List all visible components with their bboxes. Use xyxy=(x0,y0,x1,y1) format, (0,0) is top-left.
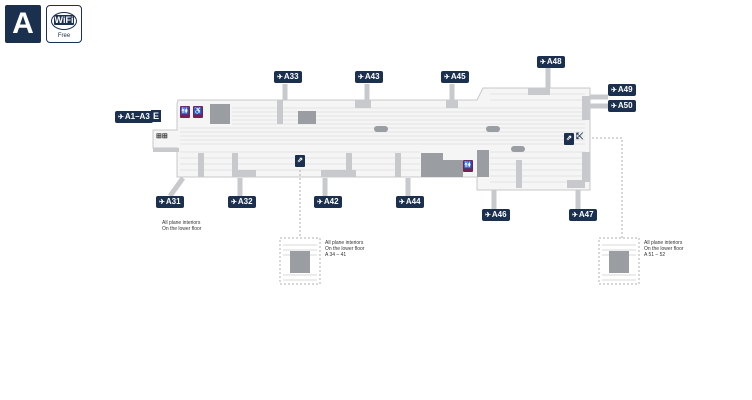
escalator-icon: ⇗ xyxy=(564,133,574,145)
terminal-floor xyxy=(152,87,591,191)
gate-a49-label: ✈A49 xyxy=(608,84,636,96)
callout-leaders xyxy=(279,137,640,285)
terminal-badge: A xyxy=(5,5,41,43)
wheelchair-icon: ♿ xyxy=(193,106,203,118)
gate-a47-label: ✈A47 xyxy=(569,209,597,221)
plane-icon: ✈ xyxy=(399,199,405,206)
no-entry-icon: ⤪ xyxy=(576,131,584,141)
lower-floor-note-a51-a52: All plane interiors On the lower floor A… xyxy=(644,240,684,258)
wifi-label: WiFi xyxy=(53,15,75,25)
wifi-icon: WiFi xyxy=(51,12,77,30)
gate-a32-label: ✈A32 xyxy=(228,196,256,208)
plane-icon: ✈ xyxy=(540,59,546,66)
gate-walls xyxy=(153,88,590,188)
lower-floor-blocks xyxy=(290,251,629,273)
lower-floor-note: All plane interiors On the lower floor xyxy=(162,220,202,232)
gate-a31-label: ✈A31 xyxy=(156,196,184,208)
entrance-badge: E xyxy=(151,110,161,122)
lower-floor-stripes xyxy=(283,244,636,281)
plane-icon: ✈ xyxy=(317,199,323,206)
plane-icon: ✈ xyxy=(611,103,617,110)
gate-a43-label: ✈A43 xyxy=(355,71,383,83)
plane-icon: ✈ xyxy=(159,199,165,206)
wifi-badge: WiFi Free xyxy=(46,5,82,43)
plane-icon: ✈ xyxy=(358,74,364,81)
plane-icon: ✈ xyxy=(444,74,450,81)
lower-floor-note-a34-a41: All plane interiors On the lower floor A… xyxy=(325,240,365,258)
plane-icon: ✈ xyxy=(118,114,124,121)
gate-a46-label: ✈A46 xyxy=(482,209,510,221)
plane-icon: ✈ xyxy=(572,212,578,219)
toilet-icon: 🚻 xyxy=(463,160,473,172)
gate-a33-label: ✈A33 xyxy=(274,71,302,83)
gate-a42-label: ✈A42 xyxy=(314,196,342,208)
gate-a44-label: ✈A44 xyxy=(396,196,424,208)
gate-a1-a3-label: ✈A1–A3 xyxy=(115,111,153,123)
plane-icon: ✈ xyxy=(485,212,491,219)
toilet-icon: 🚻 xyxy=(180,106,190,118)
escalator-icon: ⇗ xyxy=(295,155,305,167)
gate-a45-label: ✈A45 xyxy=(441,71,469,83)
gate-a48-label: ✈A48 xyxy=(537,56,565,68)
passport-control-icon: ⊞⊞ xyxy=(156,133,168,140)
plane-icon: ✈ xyxy=(277,74,283,81)
service-blocks xyxy=(210,104,525,177)
gate-connectors xyxy=(167,68,608,209)
wifi-free-label: Free xyxy=(57,33,71,39)
gate-a50-label: ✈A50 xyxy=(608,100,636,112)
plane-icon: ✈ xyxy=(231,199,237,206)
plane-icon: ✈ xyxy=(611,87,617,94)
